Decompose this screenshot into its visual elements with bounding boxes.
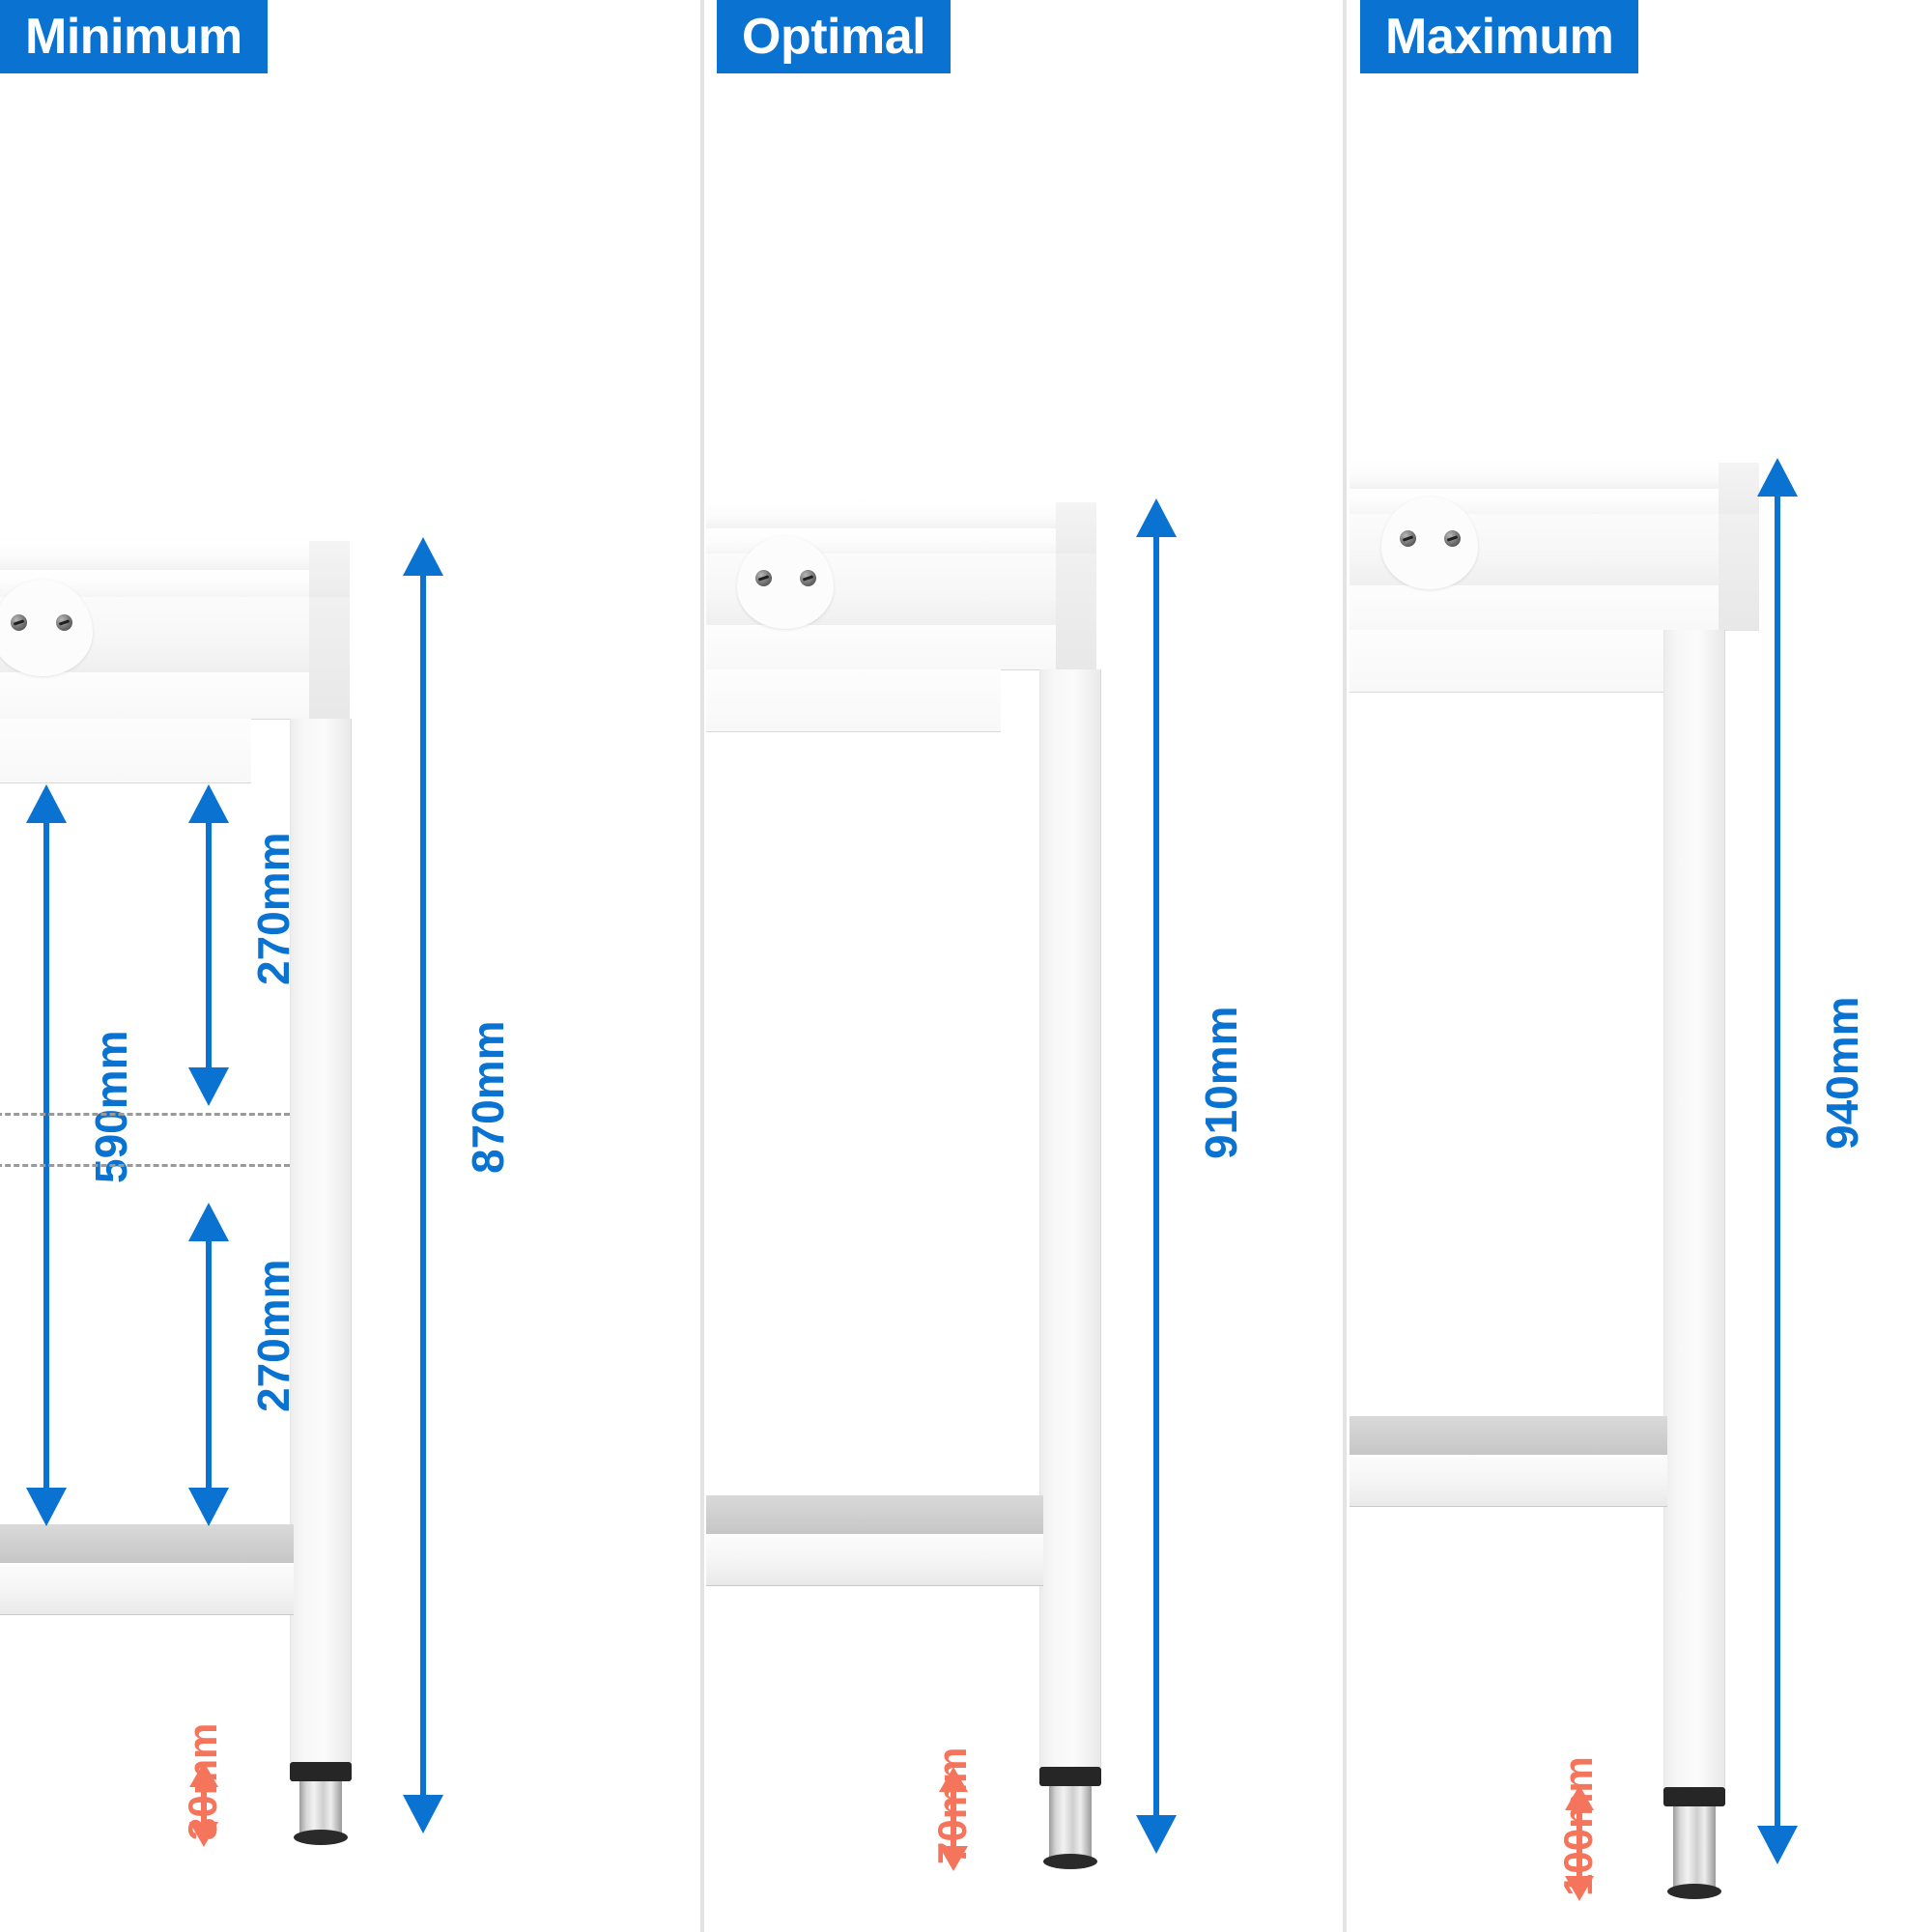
arrow-270-upper-bottom-head	[188, 1067, 229, 1106]
dim-label-940: 940mm	[1817, 996, 1867, 1150]
bracket-screw-left	[755, 570, 772, 586]
tabletop-edge	[1719, 463, 1759, 515]
apron-band-lower	[0, 672, 309, 720]
arrow-70-up-head	[939, 1767, 968, 1792]
arrow-270-lower-bottom-head	[188, 1488, 229, 1526]
arrow-30-line	[201, 1786, 207, 1823]
dashed-reference-upper	[0, 1113, 290, 1116]
apron-band-lower	[1350, 585, 1719, 631]
foot-cap	[1039, 1767, 1101, 1786]
foot-cap	[290, 1762, 352, 1781]
adjustable-foot-tube	[1673, 1806, 1716, 1891]
dim-label-910: 910mm	[1196, 1006, 1246, 1159]
dim-label-590: 590mm	[86, 1030, 136, 1183]
foot-cap	[1663, 1787, 1725, 1806]
lower-shelf-face	[1350, 1455, 1667, 1507]
tabletop-lip	[0, 537, 348, 571]
lower-shelf-top	[1350, 1416, 1667, 1455]
adjustable-foot-tube	[1049, 1786, 1092, 1861]
badge-maximum: Maximum	[1360, 0, 1639, 73]
badge-minimum: Minimum	[0, 0, 268, 73]
dim-label-70: 70mm	[929, 1747, 975, 1864]
tabletop-edge	[1056, 502, 1096, 554]
arrow-270-lower-head	[188, 1203, 229, 1241]
foot-base	[294, 1830, 348, 1845]
arrow-100-line	[1577, 1809, 1582, 1877]
arrow-870-bottom-head	[403, 1795, 443, 1833]
adjustable-foot-tube	[299, 1781, 342, 1837]
arrow-270-upper-line	[206, 821, 212, 1067]
badge-optimal: Optimal	[717, 0, 952, 73]
panel-divider-2	[1343, 0, 1347, 1932]
bracket-screw-right	[1444, 530, 1461, 547]
arrow-70-line	[951, 1791, 956, 1847]
tabletop-lip	[1350, 460, 1755, 490]
bracket-screw-left	[11, 614, 27, 631]
arrow-590-bottom-head	[26, 1488, 67, 1526]
mounting-bracket	[1381, 497, 1478, 589]
apron-side	[309, 597, 350, 720]
bracket-screw-right	[56, 614, 72, 631]
badge-minimum-label: Minimum	[25, 9, 242, 65]
arrow-940-bottom-head	[1757, 1826, 1798, 1864]
dashed-reference-lower	[0, 1164, 290, 1167]
arrow-100-down-head	[1565, 1876, 1594, 1901]
dim-label-270-upper: 270mm	[248, 832, 298, 985]
lower-shelf-face	[0, 1563, 294, 1615]
arrow-270-upper-head	[188, 784, 229, 823]
foot-base	[1043, 1854, 1097, 1869]
lower-shelf-face	[706, 1534, 1043, 1586]
dim-label-870: 870mm	[463, 1020, 513, 1174]
lower-shelf-top	[706, 1495, 1043, 1534]
bracket-screw-left	[1400, 530, 1416, 547]
arrow-590-line	[43, 821, 49, 1488]
upper-rail	[1350, 630, 1663, 693]
arrow-940-top-head	[1757, 458, 1798, 497]
mounting-bracket	[737, 536, 834, 629]
arrow-100-up-head	[1565, 1785, 1594, 1810]
arrow-870-top-head	[403, 537, 443, 576]
lower-shelf-top	[0, 1524, 294, 1563]
tabletop-edge	[309, 541, 350, 598]
arrow-910-bottom-head	[1136, 1815, 1177, 1854]
panel-divider-1	[700, 0, 704, 1932]
arrow-70-down-head	[939, 1846, 968, 1871]
arrow-30-down-head	[189, 1822, 218, 1847]
table-leg	[1039, 669, 1101, 1767]
dim-label-30: 30mm	[180, 1722, 225, 1840]
table-leg	[1663, 630, 1725, 1787]
table-leg	[290, 719, 352, 1762]
arrow-590-top-head	[26, 784, 67, 823]
arrow-870-line	[420, 574, 426, 1795]
badge-maximum-label: Maximum	[1385, 9, 1614, 65]
upper-rail	[706, 669, 1001, 732]
arrow-30-up-head	[189, 1762, 218, 1787]
dim-label-100: 100mm	[1555, 1756, 1601, 1896]
apron-side	[1719, 514, 1759, 631]
arrow-910-line	[1153, 535, 1159, 1815]
dim-label-270-lower: 270mm	[248, 1259, 298, 1412]
arrow-940-line	[1775, 495, 1780, 1826]
badge-optimal-label: Optimal	[742, 9, 926, 65]
arrow-270-lower-line	[206, 1239, 212, 1489]
apron-band-lower	[706, 625, 1056, 670]
arrow-910-top-head	[1136, 498, 1177, 537]
foot-base	[1667, 1884, 1721, 1899]
tabletop-lip	[706, 499, 1093, 529]
upper-rail	[0, 719, 251, 783]
apron-side	[1056, 554, 1096, 670]
bracket-screw-right	[800, 570, 816, 586]
